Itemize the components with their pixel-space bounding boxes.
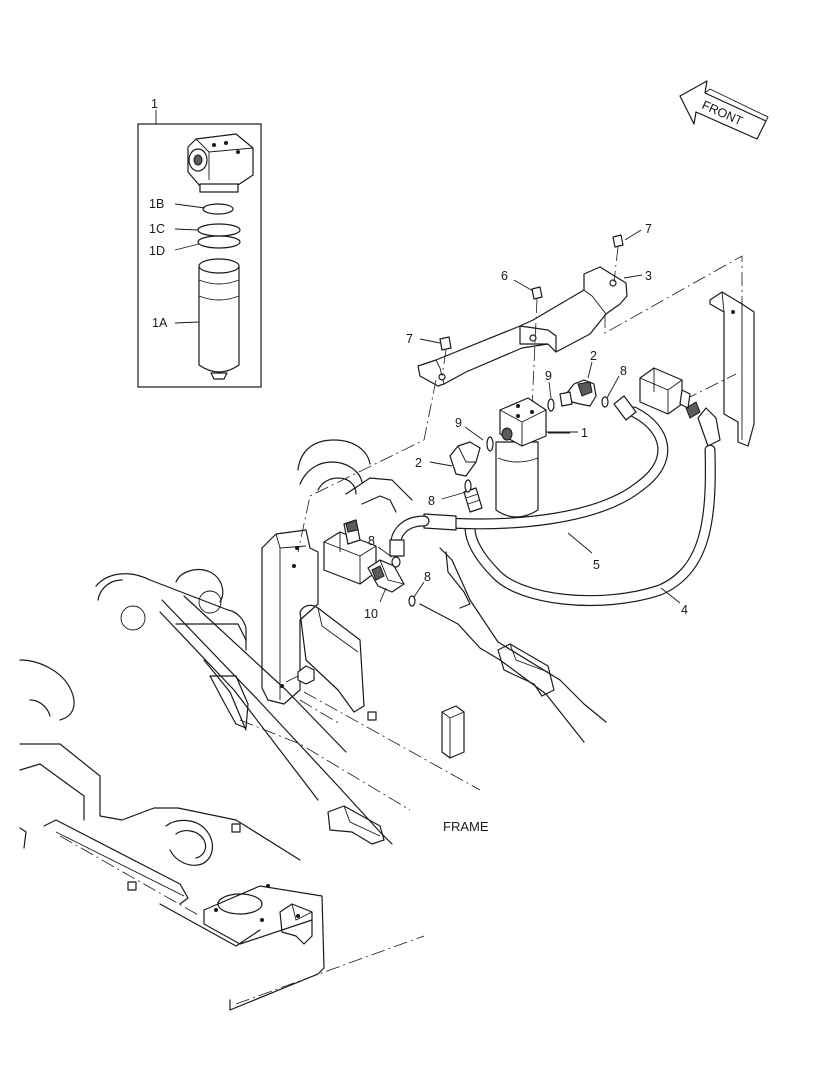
- callout-1d: 1D: [149, 244, 165, 258]
- callout-8-left: 8: [368, 534, 375, 548]
- callout-5: 5: [593, 558, 600, 572]
- fitting-lower-icon: [463, 487, 483, 513]
- callout-9-upper: 9: [545, 369, 552, 383]
- filter-head-icon: [187, 133, 254, 193]
- callout-8-bottom: 8: [424, 570, 431, 584]
- callout-1-inset: 1: [151, 97, 158, 111]
- hose-5-icon: [389, 395, 669, 557]
- callout-1-mounted: 1: [581, 426, 588, 440]
- callout-9-left: 9: [455, 416, 462, 430]
- o-ring-1b-icon: [202, 203, 234, 215]
- elbow-upper-icon: [559, 379, 597, 407]
- callout-1a: 1A: [152, 316, 168, 330]
- callout-8-middle: 8: [428, 494, 435, 508]
- hose-4-icon: [464, 401, 721, 607]
- callout-6: 6: [501, 269, 508, 283]
- valve-block-right-icon: [639, 367, 691, 415]
- callout-3: 3: [645, 269, 652, 283]
- callout-4: 4: [681, 603, 688, 617]
- callout-2-upper: 2: [590, 349, 597, 363]
- adapter-10-icon: [367, 559, 405, 593]
- elbow-lower-icon: [449, 436, 494, 477]
- right-mounting-plate-icon: [709, 291, 755, 447]
- o-ring-8-upper-icon: [601, 396, 609, 408]
- callout-7-right: 7: [645, 222, 652, 236]
- front-direction-arrow: FRONT: [679, 80, 769, 140]
- callout-2-lower: 2: [415, 456, 422, 470]
- machine-frame-outline: [19, 379, 607, 1011]
- backup-ring-1d-icon: [197, 235, 241, 249]
- callout-7-left: 7: [406, 332, 413, 346]
- bolt-7-left-icon: [439, 336, 452, 377]
- o-ring-1c-icon: [197, 223, 241, 237]
- bolt-7-right-icon: [612, 234, 624, 283]
- valve-block-left-icon: [323, 519, 377, 585]
- callout-8-upper: 8: [620, 364, 627, 378]
- filter-assembly-inset: 1 1B 1C 1D 1A: [137, 97, 262, 388]
- callout-10: 10: [364, 607, 378, 621]
- o-ring-8-left-icon: [391, 556, 401, 568]
- filter-element-icon: [198, 258, 240, 380]
- filter-mounted-icon: [495, 397, 547, 518]
- o-ring-8-bottom-icon: [408, 595, 416, 607]
- mounting-bracket-icon: [417, 266, 628, 387]
- callout-1c: 1C: [149, 222, 165, 236]
- callout-1b: 1B: [149, 197, 164, 211]
- frame-label: FRAME: [443, 819, 489, 834]
- seal-9-upper-icon: [547, 398, 555, 412]
